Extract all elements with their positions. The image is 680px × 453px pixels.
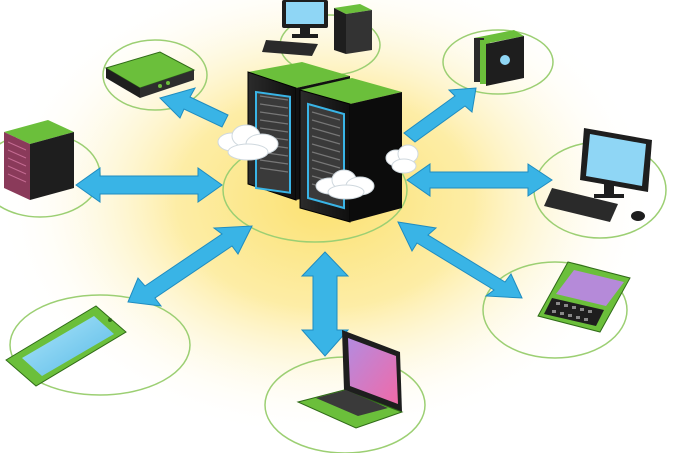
arrow-server-box [75,167,223,203]
arrow-monitor [406,163,553,197]
central-glow [0,0,655,440]
arrow-smartphone [127,225,253,307]
server-rack-icon [299,78,402,223]
storage-drive-icon [474,30,524,86]
hub-server-racks [217,62,419,223]
arrow-router [159,87,229,128]
ring-qwerty-phone [482,261,628,359]
laptop-icon [296,330,404,429]
ring-storage [442,29,554,95]
desktop-computer-icon [262,0,372,56]
ring-smartphone [9,294,191,396]
server-box-icon [4,120,74,200]
cloud-icon [217,124,279,161]
cloud-icon [385,144,419,174]
arrow-storage [403,87,477,143]
ring-router [102,39,208,111]
arrow-qwerty-phone [397,221,523,299]
smartphone-icon [5,305,127,387]
connector-arrows [75,87,553,357]
arrow-laptop [300,251,350,357]
cloud-icon [315,169,375,200]
router-icon [104,51,196,98]
desktop-monitor-icon [544,128,652,222]
qwerty-phone-icon [537,261,631,333]
